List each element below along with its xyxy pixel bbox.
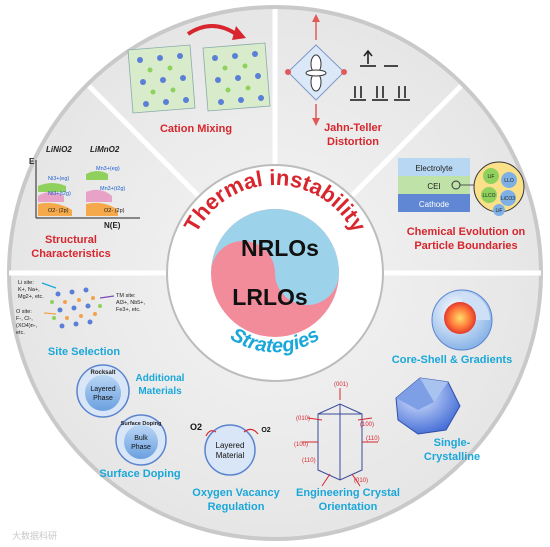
svg-text:Mn3+(eg): Mn3+(eg) bbox=[96, 166, 120, 172]
svg-text:Phase: Phase bbox=[93, 395, 113, 402]
svg-text:LiMnO2: LiMnO2 bbox=[90, 145, 120, 154]
structural-label-2: Characteristics bbox=[31, 248, 111, 260]
svg-text:O site:: O site: bbox=[16, 309, 32, 315]
svg-text:(010): (010) bbox=[354, 478, 368, 484]
svg-text:Bulk: Bulk bbox=[134, 435, 148, 442]
svg-text:(110): (110) bbox=[366, 436, 380, 442]
jahn-teller-label-2: Distortion bbox=[327, 136, 379, 148]
svg-text:E: E bbox=[29, 157, 35, 166]
svg-text:O2: O2 bbox=[261, 427, 270, 434]
core-shell-label: Core-Shell & Gradients bbox=[392, 354, 512, 366]
svg-text:Li site:: Li site: bbox=[18, 280, 34, 286]
svg-text:LiNiO2: LiNiO2 bbox=[46, 145, 72, 154]
svg-text:LLCO: LLCO bbox=[482, 193, 495, 199]
oxygen-vacancy-label-2: Regulation bbox=[208, 501, 265, 513]
crystal-orientation-illustration: (001) (100) (010) (110) (100) (010) (110… bbox=[294, 382, 380, 487]
crystal-orientation-label-2: Orientation bbox=[319, 501, 378, 513]
cation-mixing-label: Cation Mixing bbox=[160, 123, 232, 135]
svg-text:(100): (100) bbox=[360, 422, 374, 428]
svg-text:O2: O2 bbox=[190, 422, 202, 432]
svg-text:Material: Material bbox=[216, 451, 245, 460]
svg-text:LiCO3: LiCO3 bbox=[501, 196, 515, 202]
svg-text:Surface Doping: Surface Doping bbox=[121, 421, 162, 427]
nrlos-label: NRLOs bbox=[241, 235, 319, 261]
svg-text:LiF: LiF bbox=[488, 174, 495, 180]
single-crystal-illustration bbox=[395, 377, 461, 435]
svg-text:Cathode: Cathode bbox=[419, 200, 450, 209]
svg-text:Mn3+(t2g): Mn3+(t2g) bbox=[100, 186, 125, 192]
oxygen-vacancy-label-1: Oxygen Vacancy bbox=[192, 487, 280, 499]
additional-materials-label-2: Materials bbox=[138, 386, 182, 397]
svg-text:Al3+, Nb5+,: Al3+, Nb5+, bbox=[116, 300, 146, 306]
single-crystalline-label-2: Crystalline bbox=[424, 451, 480, 463]
svg-text:Phase: Phase bbox=[131, 444, 151, 451]
svg-text:(100): (100) bbox=[294, 442, 308, 448]
svg-text:(110): (110) bbox=[302, 458, 316, 464]
surface-doping-illustration: Surface Doping Bulk Phase bbox=[115, 414, 167, 466]
svg-text:(XO4)n-,: (XO4)n-, bbox=[16, 323, 38, 329]
jahn-teller-label-1: Jahn-Teller bbox=[324, 122, 383, 134]
surface-doping-label: Surface Doping bbox=[99, 468, 180, 480]
single-crystalline-label-1: Single- bbox=[434, 437, 471, 449]
svg-text:(001): (001) bbox=[334, 382, 348, 388]
svg-text:F-, Cl-,: F-, Cl-, bbox=[16, 316, 33, 322]
cei-illustration: Electrolyte CEI Cathode LiF LLO LLCO LiC… bbox=[398, 158, 525, 216]
svg-text:LiF: LiF bbox=[496, 208, 503, 214]
site-selection-illustration: Li site: K+, Na+, Mg2+, etc. TM site: Al… bbox=[16, 280, 146, 336]
yin-yang-core bbox=[211, 209, 339, 337]
svg-text:Layered: Layered bbox=[216, 441, 245, 450]
cei-label-2: Particle Boundaries bbox=[414, 240, 517, 252]
svg-text:Ni3+(eg): Ni3+(eg) bbox=[48, 176, 69, 182]
svg-text:Layered: Layered bbox=[90, 386, 115, 393]
structural-illustration: E N(E) LiNiO2 LiMnO2 Ni3+(eg) Ni3+(t2g) … bbox=[29, 145, 140, 230]
svg-text:Fe3+, etc.: Fe3+, etc. bbox=[116, 307, 141, 313]
svg-text:Rocksalt: Rocksalt bbox=[90, 370, 115, 376]
crystal-orientation-label-1: Engineering Crystal bbox=[296, 487, 400, 499]
svg-text:(010): (010) bbox=[296, 416, 310, 422]
site-selection-label: Site Selection bbox=[48, 346, 120, 358]
lrlos-label: LRLOs bbox=[232, 284, 307, 310]
additional-materials-label-1: Additional bbox=[136, 373, 185, 384]
svg-text:CEI: CEI bbox=[427, 182, 440, 191]
svg-text:Electrolyte: Electrolyte bbox=[415, 164, 453, 173]
additional-materials-illustration: Rocksalt Layered Phase bbox=[76, 364, 130, 418]
cation-mixing-illustration bbox=[127, 24, 271, 114]
svg-text:K+, Na+,: K+, Na+, bbox=[18, 287, 40, 293]
watermark: 大数据科研 bbox=[12, 530, 57, 541]
svg-text:Mg2+, etc.: Mg2+, etc. bbox=[18, 294, 44, 300]
cei-label-1: Chemical Evolution on bbox=[407, 226, 526, 238]
core-shell-illustration bbox=[431, 289, 493, 351]
svg-text:LLO: LLO bbox=[504, 178, 514, 184]
svg-text:Ni3+(t2g): Ni3+(t2g) bbox=[48, 191, 71, 197]
svg-text:TM site:: TM site: bbox=[116, 293, 136, 299]
svg-text:O2- (2p): O2- (2p) bbox=[48, 208, 69, 214]
svg-text:O2- (2p): O2- (2p) bbox=[104, 208, 125, 214]
structural-label-1: Structural bbox=[45, 234, 97, 246]
jahn-teller-illustration bbox=[285, 14, 410, 126]
svg-text:etc.: etc. bbox=[16, 330, 25, 336]
svg-text:N(E): N(E) bbox=[104, 221, 121, 230]
oxygen-vacancy-illustration: Layered Material O2 O2 bbox=[190, 422, 271, 476]
